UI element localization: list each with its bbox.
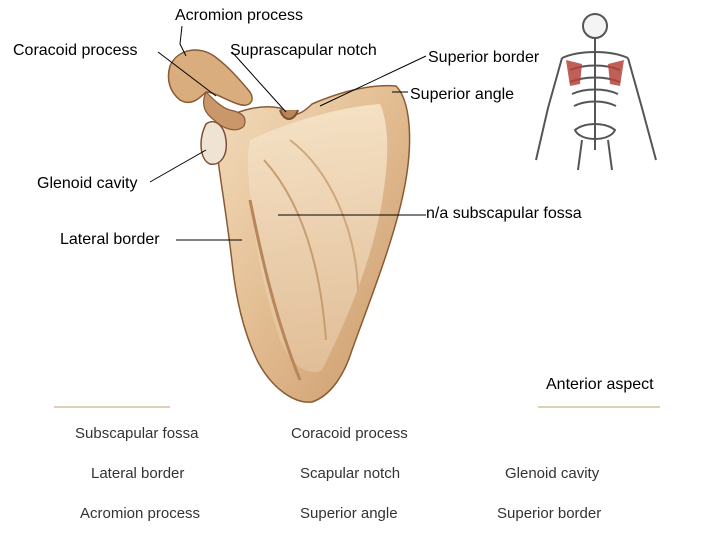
skeleton-scapula-highlight-left	[566, 60, 582, 86]
word-bank-term: Subscapular fossa	[75, 425, 199, 442]
word-bank-term: Acromion process	[80, 505, 201, 522]
coracoid-shape	[202, 90, 246, 131]
glenoid-shape	[200, 120, 228, 165]
acromion-shape	[167, 49, 253, 106]
word-bank-term: Scapular notch	[300, 465, 401, 482]
label-acromion-process: Acromion process	[175, 7, 304, 24]
word-bank-term: Superior angle	[300, 505, 398, 522]
subscapular-fossa-shape	[247, 104, 388, 373]
skeleton-thumbnail	[535, 13, 657, 171]
skeleton-scapula-highlight-right	[608, 60, 624, 86]
label-lateral-border: Lateral border	[60, 231, 160, 248]
label-subscapular-fossa: n/a subscapular fossa	[426, 205, 582, 222]
word-bank-term: Glenoid cavity	[505, 465, 600, 482]
leader-suprascapular	[231, 51, 287, 113]
label-coracoid-process: Coracoid process	[13, 42, 138, 59]
label-superior-angle: Superior angle	[410, 86, 515, 103]
aspect-caption: Anterior aspect	[546, 376, 654, 393]
leader-coracoid	[157, 51, 217, 97]
word-bank-term: Coracoid process	[291, 425, 408, 442]
word-bank-term: Lateral border	[91, 465, 185, 482]
leader-acromion	[179, 25, 187, 57]
label-glenoid-cavity: Glenoid cavity	[37, 175, 138, 192]
leader-superior-border	[319, 55, 427, 107]
word-bank-term: Superior border	[497, 505, 602, 522]
label-superior-border: Superior border	[428, 49, 540, 66]
label-suprascapular-notch: Suprascapular notch	[230, 42, 377, 59]
leader-glenoid	[149, 149, 207, 183]
